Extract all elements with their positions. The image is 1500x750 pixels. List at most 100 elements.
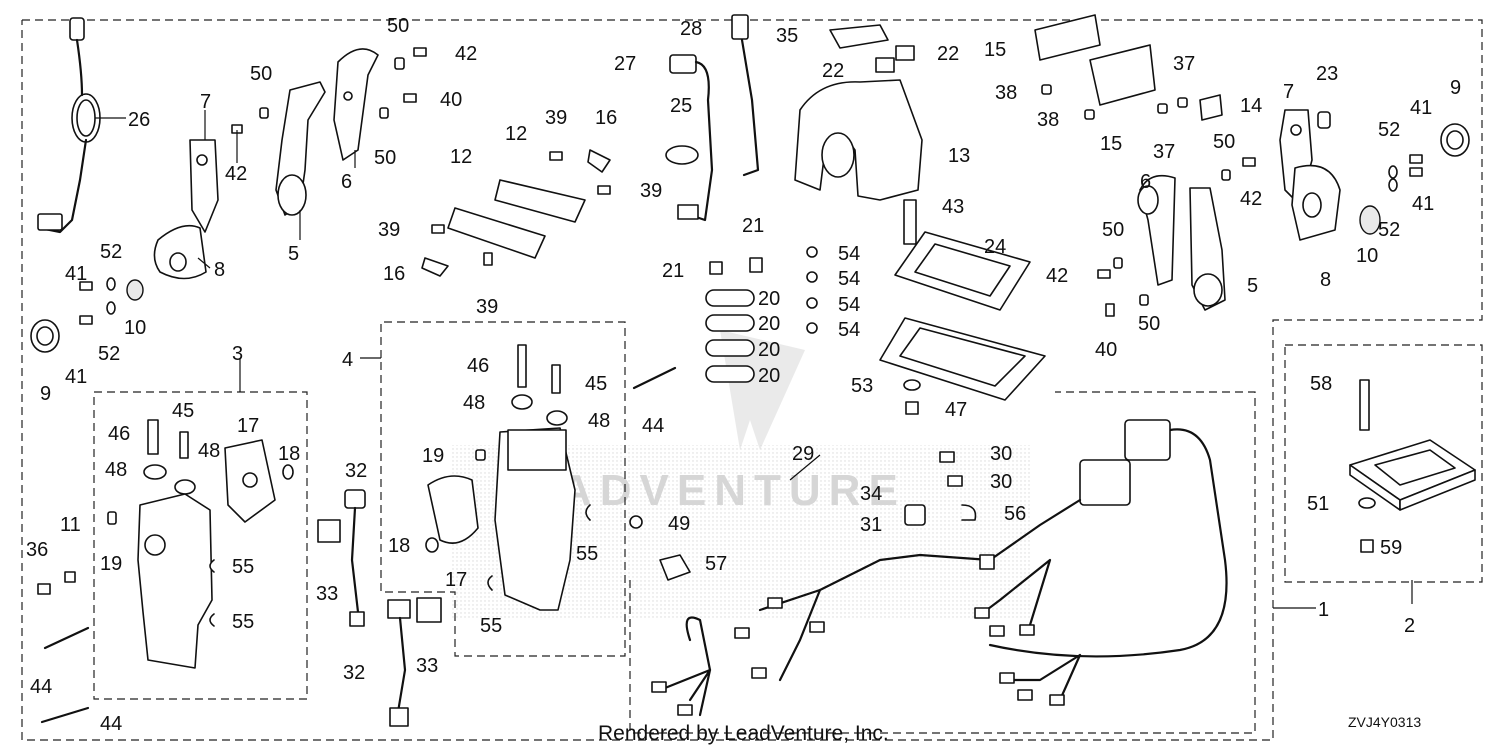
- callout-20: 20: [758, 313, 780, 335]
- right-upper-parts: [1034, 14, 1223, 121]
- callout-22: 22: [822, 60, 844, 82]
- long-bolts-44: [40, 366, 677, 724]
- left-lever-parts: [153, 48, 379, 280]
- callout-10: 10: [124, 317, 146, 339]
- callout-46: 46: [108, 423, 130, 445]
- callout-27: 27: [614, 53, 636, 75]
- callout-59: 59: [1380, 537, 1402, 559]
- callout-41: 41: [65, 263, 87, 285]
- callout-52: 52: [1378, 219, 1400, 241]
- callout-30: 30: [990, 443, 1012, 465]
- callout-47: 47: [945, 399, 967, 421]
- callout-5: 5: [1247, 275, 1258, 297]
- callout-38: 38: [1037, 109, 1059, 131]
- callout-38: 38: [995, 82, 1017, 104]
- callout-42: 42: [1240, 188, 1262, 210]
- callout-55: 55: [232, 556, 254, 578]
- callout-26: 26: [128, 109, 150, 131]
- callout-16: 16: [595, 107, 617, 129]
- main-harness-29: [629, 419, 1228, 717]
- gasket-24-hardware: [806, 199, 1046, 415]
- callout-55: 55: [576, 543, 598, 565]
- assembly-2-mount: [1349, 379, 1476, 553]
- cables-27-28-25: [665, 14, 760, 222]
- callout-40: 40: [440, 89, 462, 111]
- callout-12: 12: [505, 123, 527, 145]
- callout-52: 52: [98, 343, 120, 365]
- callout-3: 3: [232, 343, 243, 365]
- callout-33: 33: [416, 655, 438, 677]
- callout-52: 52: [100, 241, 122, 263]
- callout-5: 5: [288, 243, 299, 265]
- callout-34: 34: [860, 483, 882, 505]
- clips-21-20: [705, 257, 763, 383]
- callout-50: 50: [1213, 131, 1235, 153]
- callout-54: 54: [838, 243, 860, 265]
- callout-37: 37: [1173, 53, 1195, 75]
- brackets-12: [421, 149, 611, 277]
- callout-10: 10: [1356, 245, 1378, 267]
- callout-32: 32: [343, 662, 365, 684]
- callout-44: 44: [30, 676, 52, 698]
- callout-49: 49: [668, 513, 690, 535]
- callout-48: 48: [198, 440, 220, 462]
- callout-19: 19: [100, 553, 122, 575]
- callout-21: 21: [662, 260, 684, 282]
- callout-43: 43: [942, 196, 964, 218]
- callout-20: 20: [758, 365, 780, 387]
- callout-39: 39: [545, 107, 567, 129]
- cover-13-35-22: [794, 24, 923, 201]
- callout-9: 9: [1450, 77, 1461, 99]
- callout-50: 50: [387, 15, 409, 37]
- callout-40: 40: [1095, 339, 1117, 361]
- leader-lines: [95, 110, 1413, 609]
- callout-55: 55: [232, 611, 254, 633]
- callout-32: 32: [345, 460, 367, 482]
- assembly-3-remote-control-box: [37, 419, 294, 669]
- callout-44: 44: [642, 415, 664, 437]
- callout-20: 20: [758, 339, 780, 361]
- callout-39: 39: [640, 180, 662, 202]
- callout-48: 48: [105, 459, 127, 481]
- right-lever-parts: [1097, 109, 1470, 317]
- callout-50: 50: [1102, 219, 1124, 241]
- callout-1: 1: [1318, 599, 1329, 621]
- diagram-code: ZVJ4Y0313: [1348, 714, 1421, 730]
- callout-48: 48: [588, 410, 610, 432]
- callout-48: 48: [463, 392, 485, 414]
- callout-15: 15: [1100, 133, 1122, 155]
- callout-41: 41: [1410, 97, 1432, 119]
- callout-54: 54: [838, 268, 860, 290]
- watermark-text: ADVENTURE: [560, 466, 906, 515]
- callout-42: 42: [225, 163, 247, 185]
- callout-39: 39: [378, 219, 400, 241]
- callout-46: 46: [467, 355, 489, 377]
- callout-18: 18: [388, 535, 410, 557]
- callout-22: 22: [937, 43, 959, 65]
- callout-23: 23: [1316, 63, 1338, 85]
- callout-24: 24: [984, 236, 1006, 258]
- callout-53: 53: [851, 375, 873, 397]
- callout-8: 8: [214, 259, 225, 281]
- callout-54: 54: [838, 294, 860, 316]
- callout-45: 45: [585, 373, 607, 395]
- callout-52: 52: [1378, 119, 1400, 141]
- callout-2: 2: [1404, 615, 1415, 637]
- callout-6: 6: [1140, 171, 1151, 193]
- callout-41: 41: [65, 366, 87, 388]
- callout-6: 6: [341, 171, 352, 193]
- callout-29: 29: [792, 443, 814, 465]
- callout-7: 7: [1283, 81, 1294, 103]
- callout-17: 17: [445, 569, 467, 591]
- callout-44: 44: [100, 713, 122, 735]
- callout-39: 39: [476, 296, 498, 318]
- callout-18: 18: [278, 443, 300, 465]
- callout-13: 13: [948, 145, 970, 167]
- part-26-cable: [37, 17, 101, 234]
- callout-33: 33: [316, 583, 338, 605]
- callout-9: 9: [40, 383, 51, 405]
- callout-42: 42: [455, 43, 477, 65]
- callout-20: 20: [758, 288, 780, 310]
- callout-42: 42: [1046, 265, 1068, 287]
